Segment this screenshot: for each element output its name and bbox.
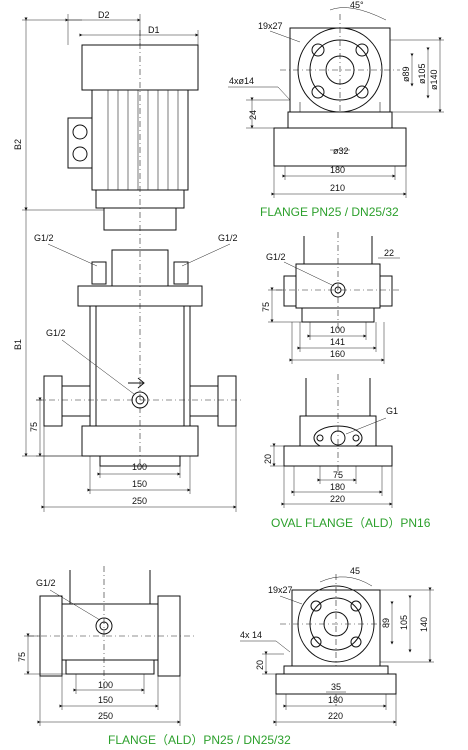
caption-flange-pn25: FLANGE PN25 / DN25/32 — [260, 205, 399, 219]
ald-holes: 4x 14 — [240, 630, 262, 640]
ald-d105: 105 — [399, 615, 409, 630]
dim-22: 22 — [384, 248, 394, 258]
dim-250: 250 — [132, 496, 147, 506]
ald-w180: 180 — [328, 695, 343, 705]
bolt-hole-icon — [310, 636, 322, 648]
oval-flange-front-view: G1/2 22 75 100 141 160 — [261, 232, 402, 364]
dim-100c: 100 — [98, 680, 113, 690]
base-plate — [273, 127, 407, 167]
bolt-hole-icon — [350, 600, 362, 612]
dim-210: 210 — [330, 183, 345, 193]
ald-base — [65, 659, 155, 675]
dim-100: 100 — [330, 325, 345, 335]
vent-plug-right — [173, 261, 189, 285]
ald-port-label: G1/2 — [36, 578, 56, 588]
inlet-port — [61, 385, 91, 417]
dim-141: 141 — [330, 337, 345, 347]
dim-150c: 150 — [98, 695, 113, 705]
ald-d140: 140 — [419, 617, 429, 632]
ald-base-plate — [275, 673, 397, 695]
flange-pn25-top-view: 19x27 45° 4xø14 ø140 ø105 ø89 24 ø32 180… — [228, 0, 444, 219]
bolt-hole-icon — [311, 85, 325, 99]
dim-150: 150 — [132, 479, 147, 489]
ald-foot — [283, 665, 389, 675]
dim-24: 24 — [248, 110, 258, 120]
dim-b2: B2 — [13, 139, 23, 150]
flange-foot — [287, 111, 393, 129]
dim-d1: D1 — [148, 25, 160, 35]
ald-bolt: 19x27 — [268, 585, 293, 595]
oval-port-label: G1/2 — [266, 252, 286, 262]
pump-side-view: D2 D1 B2 B1 G1/2 G1/2 G1/2 75 100 150 — [13, 10, 244, 512]
dim-75c: 75 — [17, 652, 27, 662]
dim-d89: ø89 — [401, 66, 411, 82]
caption-flange-ald: FLANGE（ALD）PN25 / DN25/32 — [108, 733, 291, 747]
motor-cooling-fins — [107, 90, 179, 190]
inlet-flange — [43, 375, 63, 427]
ald-h20: 20 — [255, 660, 265, 670]
bolt-hole-icon — [350, 636, 362, 648]
vent-plug-left — [91, 261, 107, 285]
dim-250c: 250 — [98, 711, 113, 721]
dim-angle: 45° — [350, 0, 364, 10]
oval-port-g1: G1 — [386, 406, 398, 416]
caption-oval-flange: OVAL FLANGE（ALD）PN16 — [271, 516, 431, 530]
pump-sleeve — [89, 305, 191, 427]
dim-75b: 75 — [333, 470, 343, 480]
bolt-hole-icon — [310, 600, 322, 612]
dim-d2: D2 — [98, 10, 110, 20]
bolt-hole-icon — [355, 85, 369, 99]
dim-100: 100 — [132, 462, 147, 472]
dim-220b: 220 — [330, 494, 345, 504]
oval-flange-base-view: G1 20 75 180 220 OVAL FLANGE（ALD）PN16 — [263, 374, 431, 530]
dim-bolt: 19x27 — [258, 21, 283, 31]
ald-angle: 45 — [350, 566, 360, 576]
dim-180: 180 — [330, 165, 345, 175]
right-flange — [379, 275, 393, 307]
ald-d89: 89 — [381, 618, 391, 628]
dim-180b: 180 — [330, 482, 345, 492]
dim-holes: 4xø14 — [229, 76, 254, 86]
port-label-left: G1/2 — [34, 233, 54, 243]
ald-w220: 220 — [328, 711, 343, 721]
dim-160: 160 — [330, 349, 345, 359]
outlet-port — [189, 385, 219, 417]
dim-20: 20 — [263, 454, 273, 464]
ald-w35: 35 — [331, 682, 341, 692]
port-label-right: G1/2 — [218, 233, 238, 243]
dim-b1: B1 — [13, 339, 23, 350]
dim-d32: ø32 — [333, 146, 349, 156]
bolt-hole-icon — [311, 43, 325, 57]
outlet-flange — [217, 375, 237, 427]
cable-gland-icon — [72, 124, 88, 140]
bolt-hole-icon — [355, 43, 369, 57]
port-label-mid: G1/2 — [46, 328, 66, 338]
dim-75: 75 — [261, 302, 271, 312]
dim-75: 75 — [29, 422, 39, 432]
dim-d140: ø140 — [429, 69, 439, 90]
left-flange — [283, 275, 297, 307]
cable-gland-icon — [72, 146, 88, 162]
ald-top-view: 19x27 45 4x 14 140 105 89 20 35 180 220 — [240, 566, 434, 726]
ald-front-view: G1/2 75 100 150 250 — [17, 566, 194, 726]
dim-d105: ø105 — [417, 63, 427, 84]
terminal-box — [67, 117, 93, 169]
